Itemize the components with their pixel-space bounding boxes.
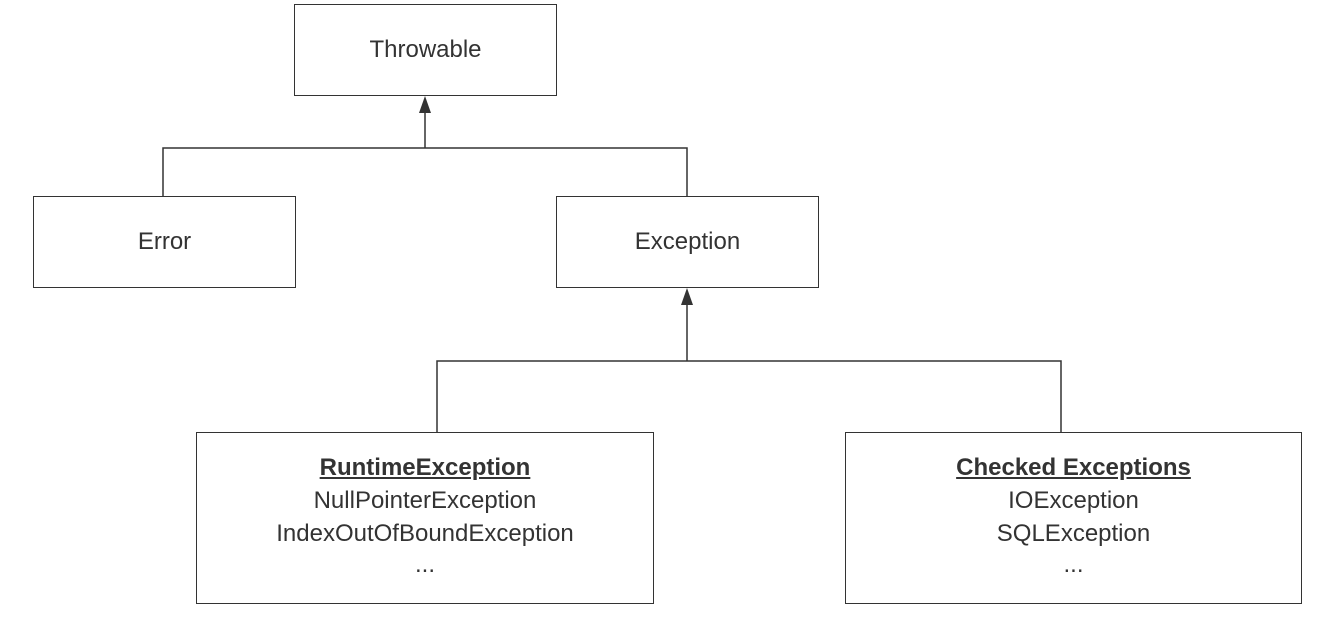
checked-exceptions-item: SQLException — [996, 520, 1151, 547]
error-label: Error — [137, 228, 192, 255]
throwable-label: Throwable — [369, 36, 482, 63]
arrowhead-exception — [681, 288, 693, 305]
connector-error-to-throwable — [162, 147, 425, 196]
checked-exceptions-node: Checked Exceptions IOException SQLExcept… — [845, 432, 1302, 604]
checked-exceptions-title: Checked Exceptions — [956, 454, 1191, 481]
arrowhead-throwable — [419, 96, 431, 113]
checked-exceptions-ellipsis: ... — [1063, 551, 1084, 578]
exception-node: Exception — [556, 196, 819, 288]
connector-checked-to-exception — [687, 360, 1062, 432]
runtime-exception-ellipsis: ... — [414, 551, 435, 578]
connector-exception-to-throwable — [425, 147, 688, 196]
connector-runtime-to-exception — [436, 360, 687, 432]
runtime-exception-item: NullPointerException — [313, 487, 537, 514]
runtime-exception-item: IndexOutOfBoundException — [276, 520, 574, 547]
exception-label: Exception — [634, 228, 741, 255]
runtime-exception-title: RuntimeException — [319, 454, 531, 481]
error-node: Error — [33, 196, 296, 288]
checked-exceptions-item: IOException — [1008, 487, 1139, 514]
throwable-node: Throwable — [294, 4, 557, 96]
runtime-exception-node: RuntimeException NullPointerException In… — [196, 432, 654, 604]
